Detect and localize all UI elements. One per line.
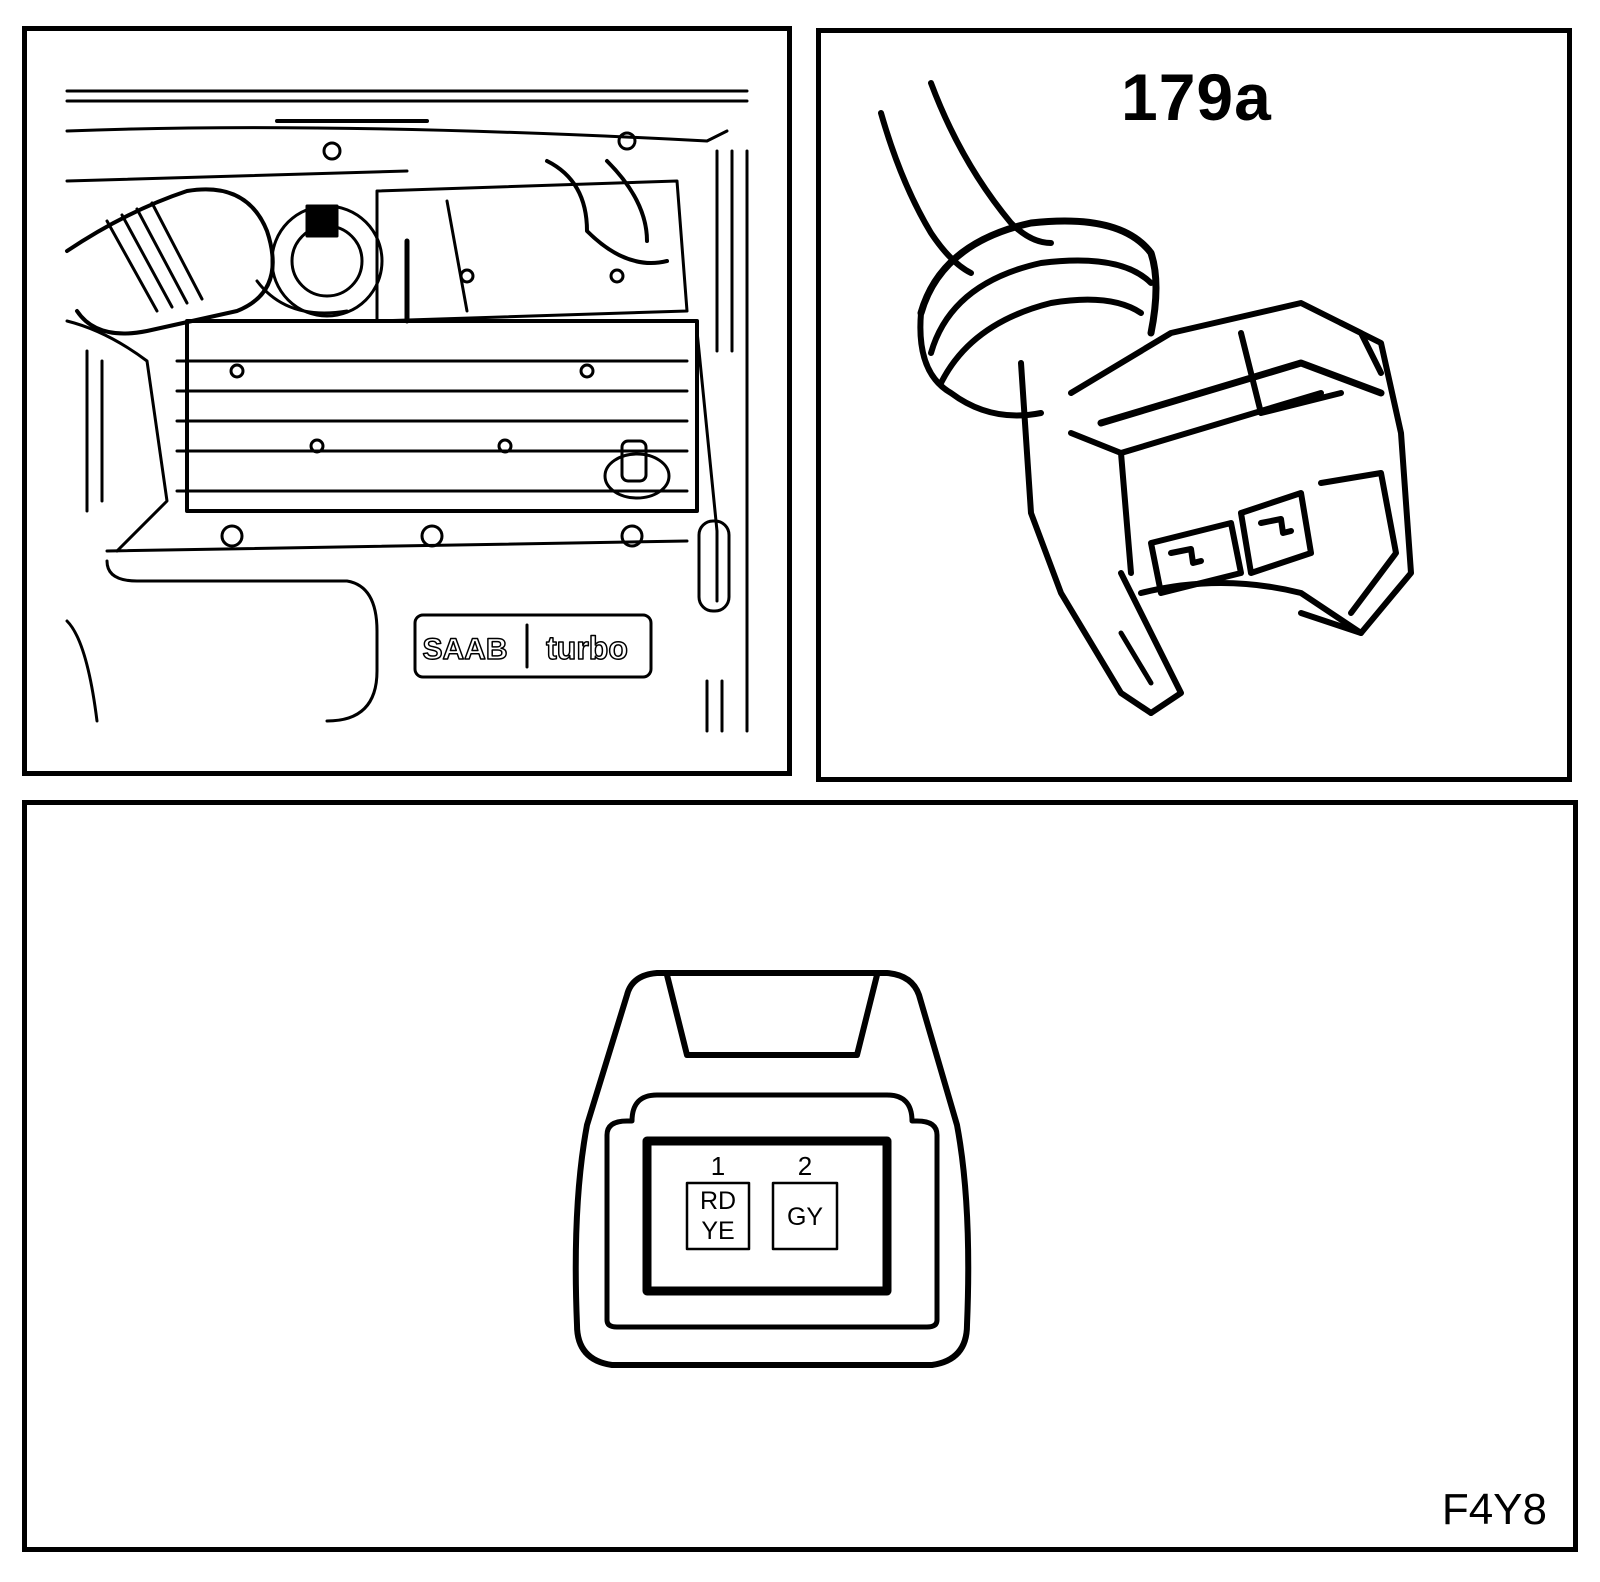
connector-drawing bbox=[878, 80, 1414, 716]
badge-brand: SAAB bbox=[422, 633, 507, 666]
pin-2-wire-color-1: GY bbox=[787, 1203, 823, 1231]
connector-label: 179a bbox=[1121, 60, 1272, 134]
pin-1-wire-color-2: YE bbox=[701, 1217, 734, 1245]
pin-2-number: 2 bbox=[798, 1151, 812, 1181]
pin-1-box bbox=[685, 1181, 751, 1251]
pinout-drawing: 1 RD YE 2 GY bbox=[572, 970, 972, 1368]
figure-id: F4Y8 bbox=[1441, 1485, 1547, 1534]
badge-model: turbo bbox=[546, 630, 628, 666]
pin-1-number: 1 bbox=[711, 1151, 725, 1181]
engine-bay-drawing: SAAB turbo bbox=[65, 89, 749, 733]
engine-bay-panel: SAAB turbo bbox=[22, 26, 792, 776]
pin-2-box bbox=[771, 1181, 839, 1251]
pin-1-wire-color-1: RD bbox=[700, 1187, 736, 1215]
connector-panel: 179a bbox=[816, 28, 1572, 782]
pinout-panel: 1 RD YE 2 GY F4Y8 bbox=[22, 800, 1578, 1552]
